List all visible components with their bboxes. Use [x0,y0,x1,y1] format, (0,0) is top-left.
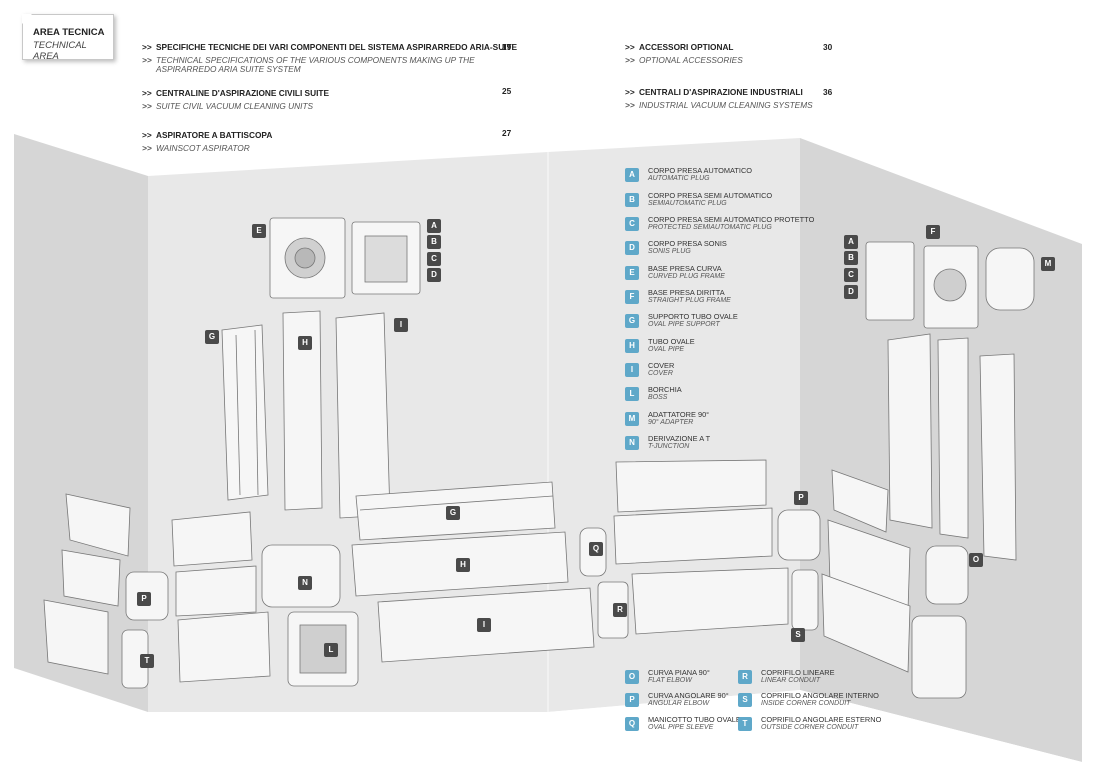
marker-p-2: P [794,491,808,505]
toc-entry-5[interactable]: >>CENTRALI D'ASPIRAZIONE INDUSTRIALI >>I… [625,87,833,110]
marker-r: R [613,603,627,617]
technical-area-tab: AREA TECNICA TECHNICAL AREA [22,14,114,62]
cover-right [979,353,1017,561]
plug-frame-rightwall [911,615,967,699]
adapter-90 [985,247,1035,311]
toc-title-en-2: ASPIRARREDO ARIA SUITE SYSTEM [156,64,301,74]
toc-title-it: CENTRALI D'ASPIRAZIONE INDUSTRIALI [639,87,803,97]
toc-title-en: WAINSCOT ASPIRATOR [156,143,250,153]
cover-left [177,611,271,683]
cover-leftwall [43,599,109,675]
toc-title-it: ASPIRATORE A BATTISCOPA [156,130,273,140]
toc-entry-2[interactable]: >>CENTRALINE D'ASPIRAZIONE CIVILI SUITE … [142,86,512,111]
marker-d: D [427,268,441,282]
marker-p: P [137,592,151,606]
marker-c-2: C [844,268,858,282]
marker-b-2: B [844,251,858,265]
toc-page-number: 25 [502,86,512,96]
marker-i-2: I [477,618,491,632]
support-leftwall [65,493,131,557]
marker-f: F [926,225,940,239]
oval-pipe-support-right [887,333,933,529]
marker-a-2: A [844,235,858,249]
toc-title-it: SPECIFICHE TECNICHE DEI VARI COMPONENTI … [156,42,518,52]
marker-m: M [1041,257,1055,271]
marker-t: T [140,654,154,668]
plug-right [865,241,915,321]
cover-rightwall [821,573,911,673]
oval-pipe-support-vertical [221,324,269,501]
cover-rightback [631,567,789,635]
toc-title-en: TECHNICAL SPECIFICATIONS OF THE VARIOUS … [156,55,475,65]
marker-c: C [427,252,441,266]
inside-corner-conduit [791,569,819,631]
tab-title-it: AREA TECNICA [33,27,105,38]
marker-h: H [298,336,312,350]
oval-pipe-right [937,337,969,539]
angular-elbow-right [777,509,821,561]
support-rightwall [831,469,889,533]
marker-g-2: G [446,506,460,520]
oval-pipe-vertical [282,310,323,511]
toc-title-it: CENTRALINE D'ASPIRAZIONE CIVILI SUITE [156,88,329,98]
toc-title-it: ACCESSORI OPTIONAL [639,42,734,52]
pipe-rightback [613,507,773,565]
pipe-leftwall [61,549,121,607]
cover-vertical [335,312,391,519]
marker-s: S [791,628,805,642]
marker-o: O [969,553,983,567]
pipe-left [175,565,257,617]
toc-page-number: 30 [823,42,833,52]
marker-b: B [427,235,441,249]
flat-elbow [925,545,969,605]
toc-title-en: SUITE CIVIL VACUUM CLEANING UNITS [156,101,314,111]
marker-n: N [298,576,312,590]
marker-q: Q [589,542,603,556]
toc-title-en: INDUSTRIAL VACUUM CLEANING SYSTEMS [639,100,813,110]
toc-entry-3[interactable]: >>ASPIRATORE A BATTISCOPA >>WAINSCOT ASP… [142,128,512,153]
marker-e: E [252,224,266,238]
toc-title-en: OPTIONAL ACCESSORIES [639,55,743,65]
toc-page-number: 27 [502,128,512,138]
marker-l: L [324,643,338,657]
toc-entry-4[interactable]: >>ACCESSORI OPTIONAL >>OPTIONAL ACCESSOR… [625,42,833,65]
marker-g: G [205,330,219,344]
support-left [171,511,253,567]
marker-a: A [427,219,441,233]
toc-page-number: 19 [502,42,512,52]
marker-i: I [394,318,408,332]
support-rightback [615,459,767,513]
marker-d-2: D [844,285,858,299]
tab-title-en: TECHNICAL AREA [33,40,87,62]
marker-h-2: H [456,558,470,572]
toc-page-number: 36 [823,87,833,97]
toc-entry-1[interactable]: >>SPECIFICHE TECNICHE DEI VARI COMPONENT… [142,42,518,74]
